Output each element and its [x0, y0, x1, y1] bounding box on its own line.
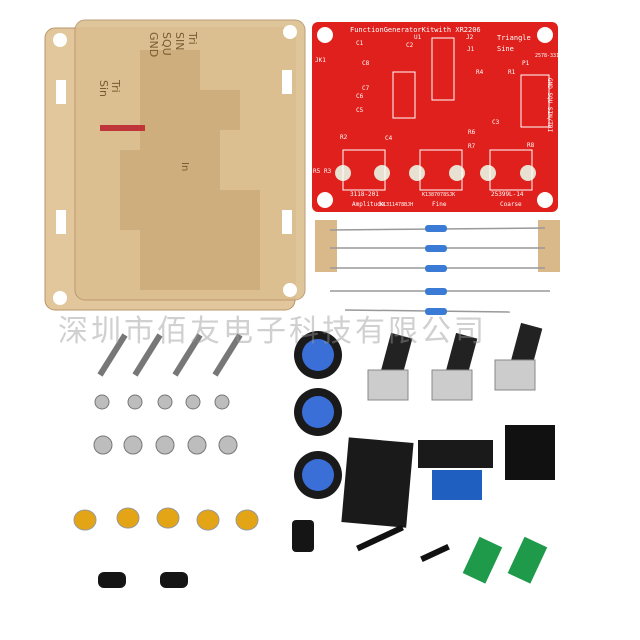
pcb-ref-r5: R5	[313, 168, 321, 175]
pcb-ref-r7: R7	[468, 143, 476, 150]
pcb-pot2-code: K1387078SJK	[422, 192, 455, 198]
pcb-ref-r1: R1	[508, 69, 516, 76]
pcb-ref-p1: P1	[522, 60, 530, 67]
pcb-label-triangle: Triangle	[497, 34, 531, 42]
pcb-label-coarse: Coarse	[500, 201, 522, 208]
acrylic-label-tri: Tri	[186, 31, 199, 45]
pcb-ref-c7: C7	[362, 85, 370, 92]
pcb-ref-c5: C5	[356, 107, 364, 114]
pcb-reference-designators: C1 C2 U1 J2 J1 JK1 C8 C7 C6 C5 R4 R1 P1 …	[313, 34, 535, 175]
acrylic-case-panels: GND SQU SIN Tri Tri Sin In	[44, 19, 306, 311]
pcb-ref-j1: J1	[467, 46, 475, 53]
pcb-code: 2578-331	[535, 53, 559, 59]
pcb-label-amplitude: Amplitude	[352, 201, 385, 208]
pcb-label-sine: Sine	[497, 45, 514, 53]
pcb-ref-u1: U1	[414, 34, 422, 41]
pcb-amp-code: K1311478BJH	[380, 202, 413, 208]
screw-terminal	[432, 470, 482, 500]
pcb-pot3-code: 25399L-14	[491, 191, 524, 198]
pcb-board: FunctionGeneratorKitwith XR2206 Triangle…	[312, 22, 559, 212]
potentiometers	[367, 322, 543, 401]
pcb-pot1-code: 3118-201	[350, 191, 379, 198]
acrylic-label-sin-2: Sin	[97, 80, 110, 97]
watermark: 深圳市佰友电子科技有限公司	[58, 314, 487, 349]
pcb-title: FunctionGeneratorKitwith XR2206	[350, 26, 481, 34]
resistors	[315, 220, 560, 315]
pcb-ref-c6: C6	[356, 93, 364, 100]
pcb-ref-c1: C1	[356, 40, 364, 47]
ic-socket-and-chip	[341, 425, 555, 528]
pcb-ref-c2: C2	[406, 42, 414, 49]
pcb-ref-jk1: JK1	[315, 57, 326, 64]
acrylic-label-tri-2: Tri	[109, 79, 122, 93]
acrylic-label-sin: SIN	[173, 32, 186, 50]
pcb-ref-c3: C3	[492, 119, 500, 126]
pcb-ref-c8: C8	[362, 60, 370, 67]
pcb-p1-labels: GND SQU SIN/TRI	[546, 78, 553, 133]
acrylic-label-in: In	[179, 162, 190, 171]
pcb-ref-r8: R8	[527, 142, 535, 149]
pcb-ref-r2: R2	[340, 134, 348, 141]
pcb-ref-r4: R4	[476, 69, 484, 76]
electrolytic-capacitors	[98, 520, 314, 588]
pcb-ref-r6: R6	[468, 129, 476, 136]
pcb-ref-c4: C4	[385, 135, 393, 142]
pcb-ref-j2: J2	[466, 34, 474, 41]
pcb-ref-r3: R3	[324, 168, 332, 175]
dc-jack	[505, 425, 555, 480]
pin-headers-and-jumpers	[356, 524, 548, 584]
pcb-label-fine: Fine	[432, 201, 447, 208]
acrylic-label-gnd: GND	[147, 32, 160, 57]
screws-and-nuts	[93, 333, 243, 455]
ceramic-capacitors	[73, 507, 259, 531]
knobs	[294, 331, 342, 499]
acrylic-label-squ: SQU	[160, 32, 173, 56]
